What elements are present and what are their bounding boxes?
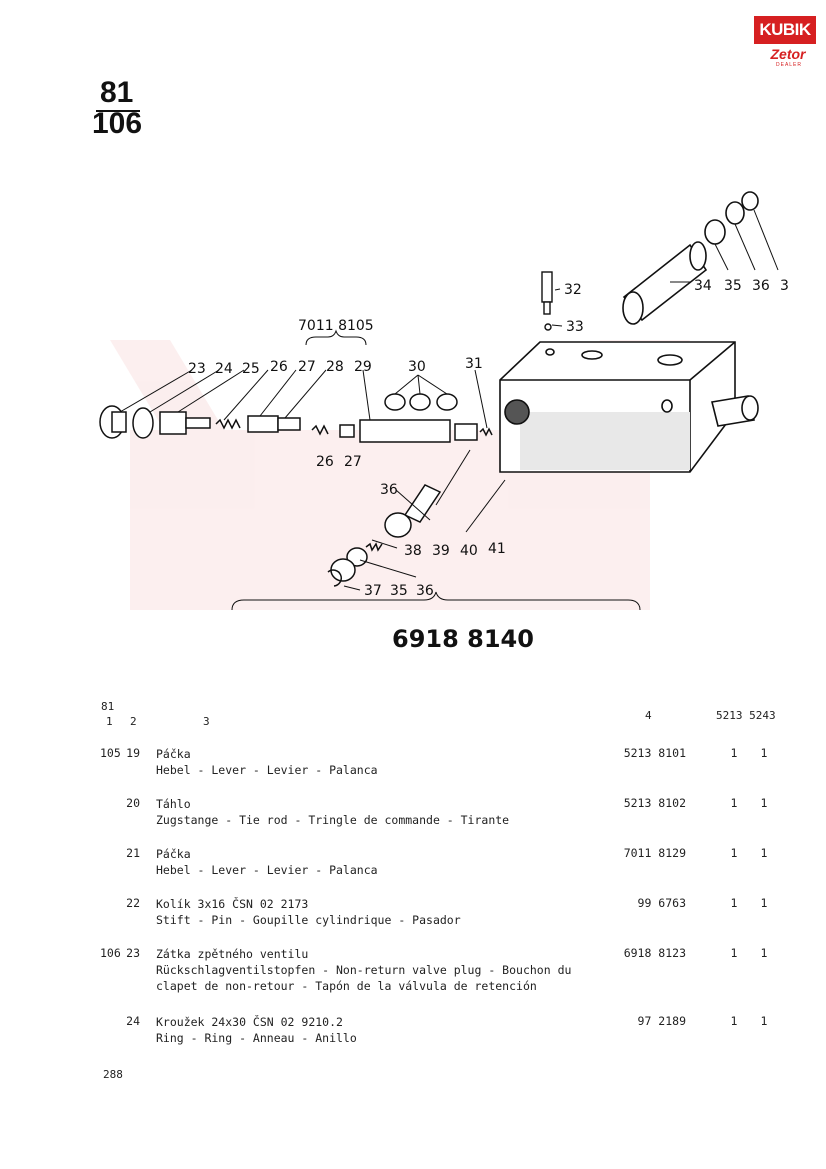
callout-35-bottom: 35 <box>390 583 408 599</box>
row-qty-5213: 1 <box>730 796 738 810</box>
callout-3: 3 <box>780 278 789 294</box>
row-description: Páčka Hebel - Lever - Levier - Palanca <box>156 846 378 878</box>
row-description: Kroužek 24x30 ČSN 02 9210.2 Ring - Ring … <box>156 1014 357 1046</box>
callout-23: 23 <box>188 361 206 377</box>
row-name: Páčka <box>156 847 191 861</box>
screw-32-33 <box>541 271 553 331</box>
row-name: Páčka <box>156 747 191 761</box>
callout-30: 30 <box>408 359 426 375</box>
assembly-label: 6918 8140 <box>392 625 534 653</box>
table-row: 21 Páčka Hebel - Lever - Levier - Palanc… <box>0 846 826 896</box>
row-part-number: 97 2189 <box>637 1014 686 1028</box>
callout-26-mid: 26 <box>316 454 334 470</box>
header-col-4: 4 <box>645 709 652 722</box>
table-row: 106 23 Zátka zpětného ventilu Rückschlag… <box>0 946 826 1010</box>
row-description: Páčka Hebel - Lever - Levier - Palanca <box>156 746 378 778</box>
row-qty-5213: 1 <box>730 896 738 910</box>
row-part-number: 5213 8101 <box>623 746 686 760</box>
callout-34: 34 <box>694 278 712 294</box>
row-position: 22 <box>126 896 140 910</box>
row-qty-5243: 1 <box>760 896 768 910</box>
subassembly-label: 7011 8105 <box>298 318 374 334</box>
group-number-top: 81 <box>100 76 134 109</box>
row-qty-5213: 1 <box>730 946 738 960</box>
callout-25: 25 <box>242 361 260 377</box>
row-translations: Hebel - Lever - Levier - Palanca <box>156 763 378 777</box>
row-figure-ref: 105 <box>100 746 121 760</box>
row-part-number: 6918 8123 <box>623 946 686 960</box>
check-valve-chain <box>327 484 442 587</box>
header-col-2: 2 <box>130 715 137 728</box>
logo-kubik-text: KUBIK <box>754 16 816 44</box>
leader-lines <box>119 209 779 611</box>
row-part-number: 5213 8102 <box>623 796 686 810</box>
row-qty-5243: 1 <box>760 746 768 760</box>
row-name: Kolík 3x16 ČSN 02 2173 <box>156 897 309 911</box>
row-qty-5243: 1 <box>760 846 768 860</box>
row-description: Kolík 3x16 ČSN 02 2173 Stift - Pin - Gou… <box>156 896 461 928</box>
row-qty-5243: 1 <box>760 946 768 960</box>
row-position: 21 <box>126 846 140 860</box>
callout-36-bottom: 36 <box>416 583 434 599</box>
row-qty-5213: 1 <box>730 746 738 760</box>
callout-38: 38 <box>404 543 422 559</box>
row-name: Kroužek 24x30 ČSN 02 9210.2 <box>156 1015 343 1029</box>
row-position: 23 <box>126 946 140 960</box>
callout-33: 33 <box>566 319 584 335</box>
table-row: 20 Táhlo Zugstange - Tie rod - Tringle d… <box>0 796 826 846</box>
callout-40: 40 <box>460 543 478 559</box>
row-part-number: 99 6763 <box>637 896 686 910</box>
row-position: 19 <box>126 746 140 760</box>
page-footer-number: 288 <box>103 1068 123 1081</box>
group-number-divider <box>96 110 140 112</box>
callout-36-lower: 36 <box>380 482 398 498</box>
sleeve-assembly <box>622 191 759 325</box>
header-group-number: 81 <box>101 700 115 713</box>
callout-36: 36 <box>752 278 770 294</box>
exploded-parts-diagram: 7011 8105 23 24 25 26 27 28 29 30 31 26 … <box>99 191 789 653</box>
row-position: 24 <box>126 1014 140 1028</box>
callout-37: 37 <box>364 583 382 599</box>
row-name: Táhlo <box>156 797 191 811</box>
callout-27-mid: 27 <box>344 454 362 470</box>
callout-31: 31 <box>465 356 483 372</box>
group-number-bottom: 106 <box>92 107 143 140</box>
kubik-zetor-logo: KUBIK Zetor DEALER <box>754 16 816 72</box>
row-qty-5213: 1 <box>730 846 738 860</box>
callout-26: 26 <box>270 359 288 375</box>
callout-28: 28 <box>326 359 344 375</box>
table-row: 105 19 Páčka Hebel - Lever - Levier - Pa… <box>0 746 826 796</box>
header-col-1: 1 <box>106 715 113 728</box>
row-figure-ref: 106 <box>100 946 121 960</box>
callout-35: 35 <box>724 278 742 294</box>
row-position: 20 <box>126 796 140 810</box>
row-description: Táhlo Zugstange - Tie rod - Tringle de c… <box>156 796 509 828</box>
callout-29: 29 <box>354 359 372 375</box>
logo-dealer-text: DEALER <box>776 62 803 68</box>
callout-39: 39 <box>432 543 450 559</box>
row-qty-5243: 1 <box>760 796 768 810</box>
row-part-number: 7011 8129 <box>623 846 686 860</box>
row-translations: Rückschlagventilstopfen - Non-return val… <box>156 963 572 993</box>
table-row: 22 Kolík 3x16 ČSN 02 2173 Stift - Pin - … <box>0 896 826 946</box>
logo-zetor-text: Zetor <box>770 46 806 62</box>
row-translations: Zugstange - Tie rod - Tringle de command… <box>156 813 510 827</box>
row-translations: Stift - Pin - Goupille cylindrique - Pas… <box>156 913 461 927</box>
row-name: Zátka zpětného ventilu <box>156 947 309 961</box>
header-col-3: 3 <box>203 715 210 728</box>
row-description: Zátka zpětného ventilu Rückschlagventils… <box>156 946 586 994</box>
spool-parts-chain <box>99 393 493 443</box>
callout-27: 27 <box>298 359 316 375</box>
valve-block <box>499 341 759 473</box>
callout-32: 32 <box>564 282 582 298</box>
row-translations: Ring - Ring - Anneau - Anillo <box>156 1031 357 1045</box>
callout-41: 41 <box>488 541 506 557</box>
table-row: 24 Kroužek 24x30 ČSN 02 9210.2 Ring - Ri… <box>0 1014 826 1064</box>
row-qty-5213: 1 <box>730 1014 738 1028</box>
row-translations: Hebel - Lever - Levier - Palanca <box>156 863 378 877</box>
header-tractor-types: 5213 5243 <box>716 709 776 722</box>
callout-24: 24 <box>215 361 233 377</box>
row-qty-5243: 1 <box>760 1014 768 1028</box>
